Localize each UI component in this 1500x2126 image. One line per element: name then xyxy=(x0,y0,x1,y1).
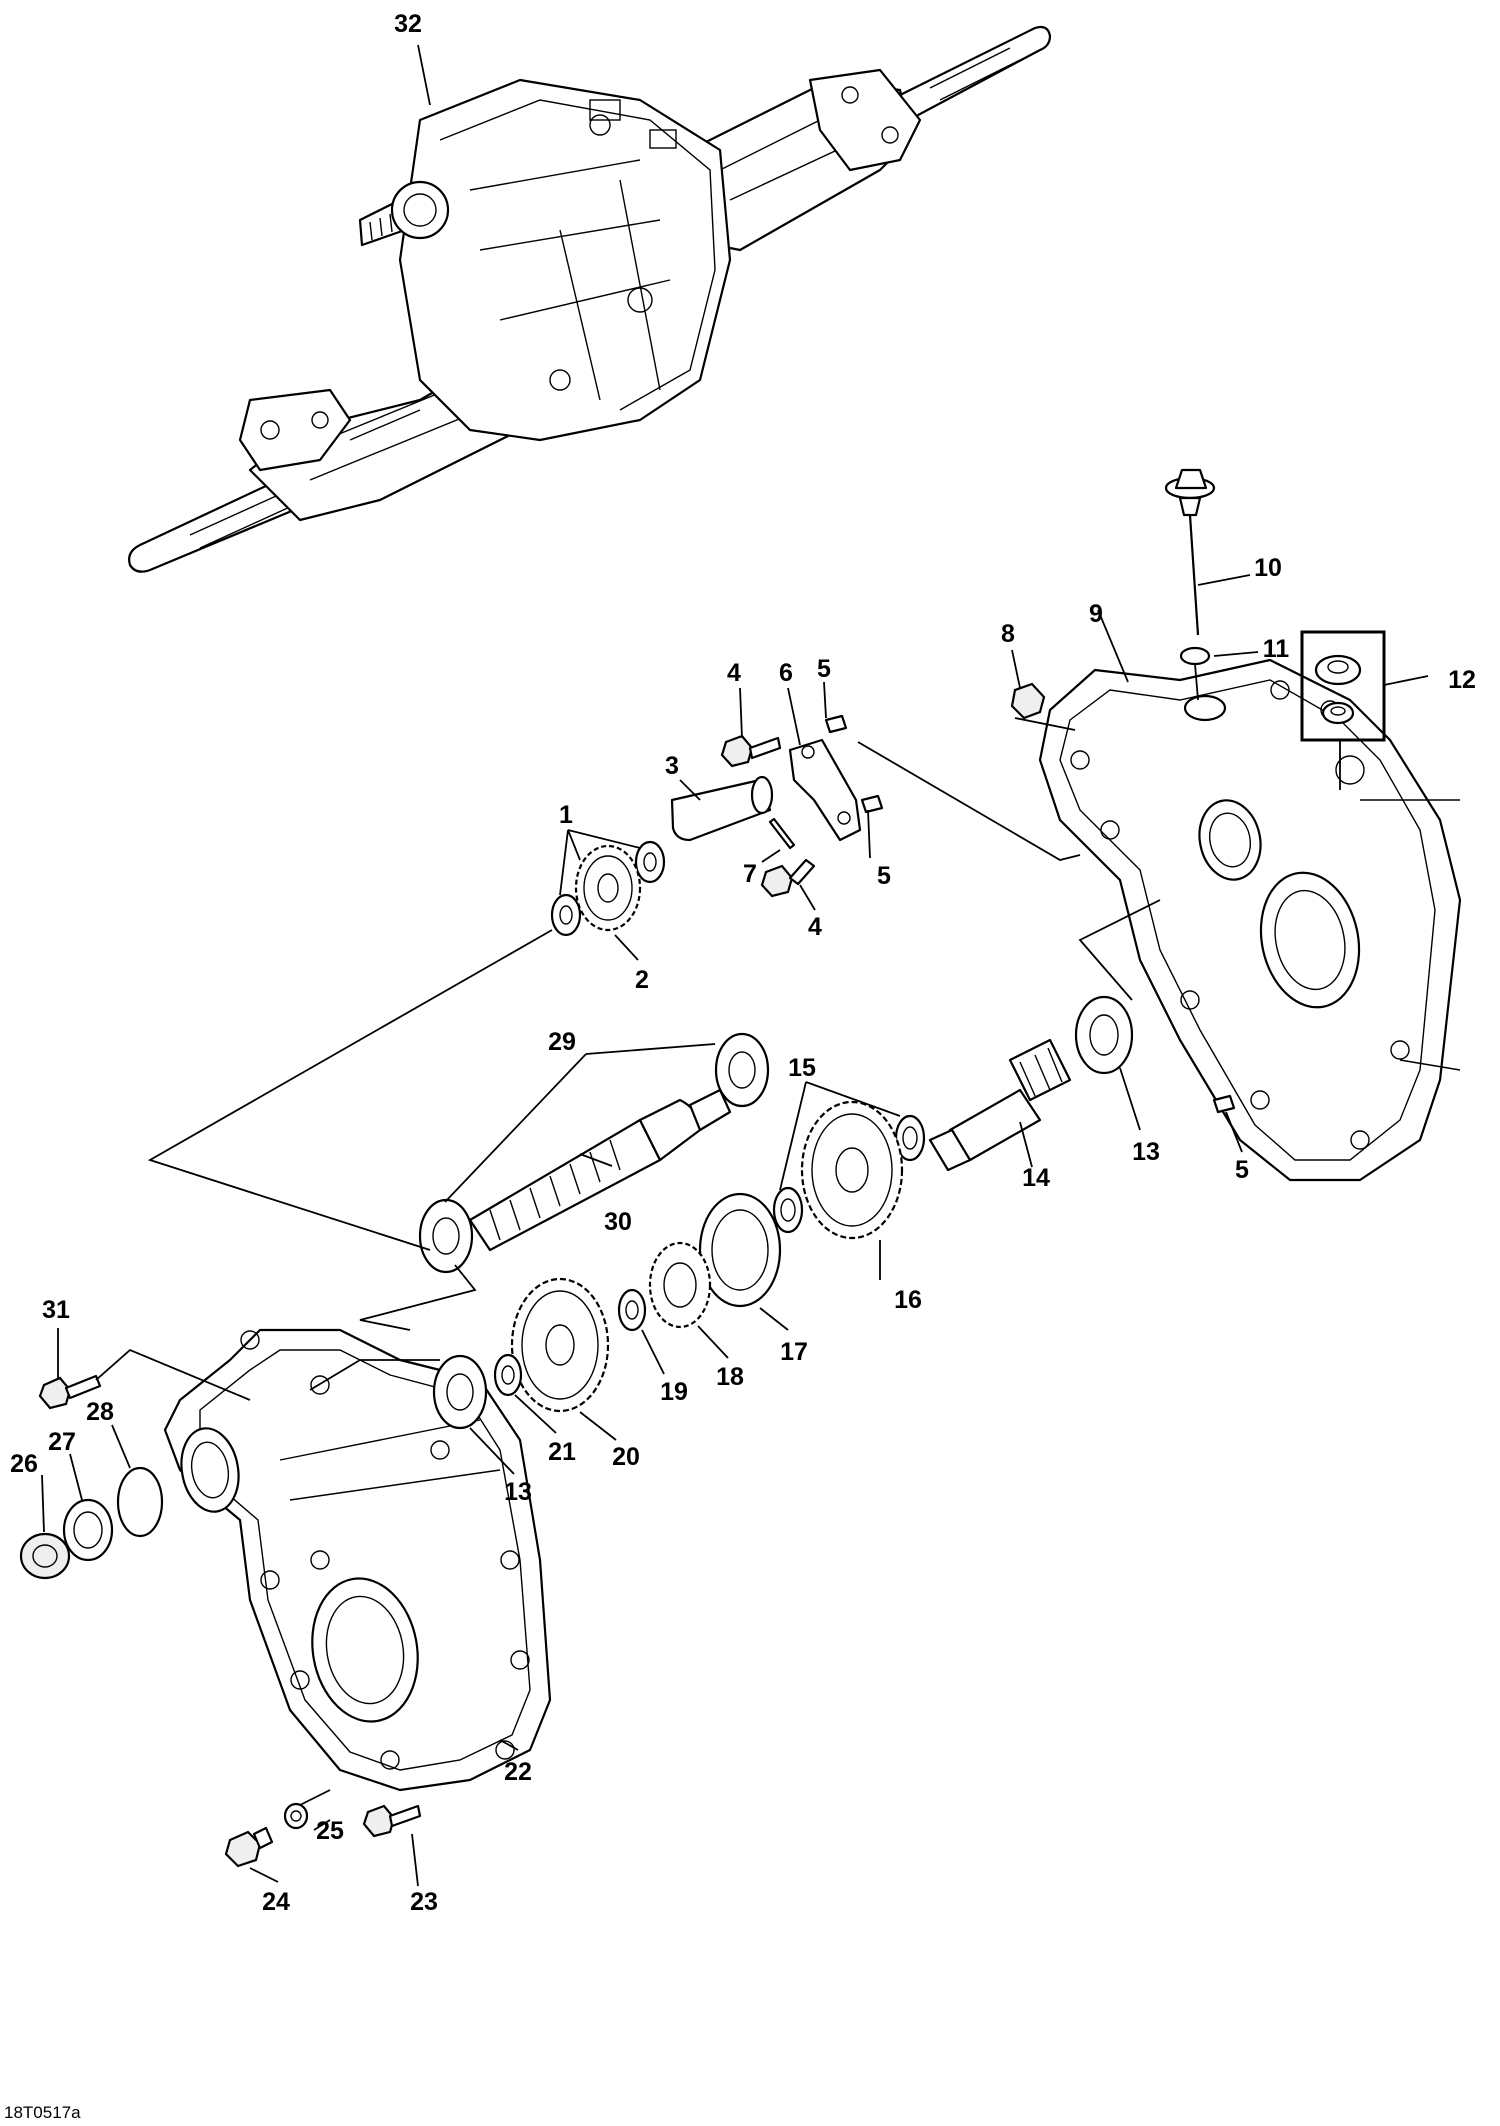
washer-15b xyxy=(772,1186,804,1234)
callout-3: 3 xyxy=(665,752,679,780)
callout-13-right: 13 xyxy=(1132,1138,1160,1166)
bearing-13-left xyxy=(432,1354,488,1430)
callout-18: 18 xyxy=(716,1363,744,1391)
dipstick xyxy=(1164,468,1216,636)
callout-29: 29 xyxy=(548,1028,576,1056)
seal-27 xyxy=(62,1498,114,1562)
callout-5-mid: 5 xyxy=(877,862,891,890)
callout-19: 19 xyxy=(660,1378,688,1406)
drain-plug xyxy=(224,1826,274,1868)
o-ring-28 xyxy=(116,1466,164,1538)
shaft-14 xyxy=(928,1038,1072,1172)
transaxle-assembly xyxy=(128,25,1052,573)
callout-20: 20 xyxy=(612,1443,640,1471)
bearing-29b xyxy=(714,1032,770,1108)
callout-22: 22 xyxy=(504,1758,532,1786)
callout-8: 8 xyxy=(1001,620,1015,648)
bolt-31 xyxy=(38,1374,102,1410)
washer-1a xyxy=(634,840,666,884)
callout-23: 23 xyxy=(410,1888,438,1916)
breather-kit xyxy=(1300,630,1386,742)
callout-32: 32 xyxy=(394,10,422,38)
washer-19 xyxy=(617,1288,647,1332)
gear-2 xyxy=(574,844,642,932)
bolt-upper xyxy=(720,734,782,768)
callout-30: 30 xyxy=(604,1208,632,1236)
figure-code: 18T0517a xyxy=(4,2103,81,2122)
o-ring xyxy=(1179,646,1211,666)
callout-13-left: 13 xyxy=(504,1478,532,1506)
callout-6: 6 xyxy=(779,659,793,687)
plate xyxy=(788,738,862,842)
callout-9: 9 xyxy=(1089,600,1103,628)
callout-10: 10 xyxy=(1254,554,1282,582)
washer-1b xyxy=(550,893,582,937)
pin xyxy=(768,817,796,850)
callout-12: 12 xyxy=(1448,666,1476,694)
callout-1: 1 xyxy=(559,801,573,829)
gear-20 xyxy=(510,1277,610,1413)
callout-28: 28 xyxy=(86,1398,114,1426)
callout-4-lower: 4 xyxy=(808,913,822,941)
callout-27: 27 xyxy=(48,1428,76,1456)
callout-labels: 32 1 2 3 4 4 5 5 5 6 7 8 9 10 11 12 13 1… xyxy=(10,10,1476,1916)
bearing-29a xyxy=(418,1198,474,1274)
callout-2: 2 xyxy=(635,966,649,994)
bolt-23 xyxy=(362,1804,422,1838)
callout-25: 25 xyxy=(316,1817,344,1845)
callout-4-upper: 4 xyxy=(727,659,741,687)
callout-24: 24 xyxy=(262,1888,290,1916)
callout-16: 16 xyxy=(894,1286,922,1314)
callout-26: 26 xyxy=(10,1450,38,1478)
callout-14: 14 xyxy=(1022,1164,1050,1192)
callout-31: 31 xyxy=(42,1296,70,1324)
callout-5-upper: 5 xyxy=(817,655,831,683)
assembly-lines xyxy=(95,663,1341,1806)
bearing-13-right xyxy=(1074,995,1134,1075)
callout-5-lower: 5 xyxy=(1235,1156,1249,1184)
hub xyxy=(648,1241,712,1329)
left-housing xyxy=(163,1328,552,1792)
callout-21: 21 xyxy=(548,1438,576,1466)
washer-25 xyxy=(283,1802,309,1830)
shaft xyxy=(670,775,774,842)
dowel-pins xyxy=(824,714,1236,1114)
sliding-sleeve xyxy=(698,1192,782,1308)
callout-15: 15 xyxy=(788,1054,816,1082)
gear-16 xyxy=(800,1100,904,1240)
callout-17: 17 xyxy=(780,1338,808,1366)
shaft-30 xyxy=(468,1088,732,1252)
seal-26 xyxy=(19,1532,71,1580)
callout-leaders xyxy=(41,44,1429,1887)
right-housing xyxy=(1038,658,1462,1182)
callout-11: 11 xyxy=(1263,635,1290,663)
nut xyxy=(1010,682,1046,720)
callout-7: 7 xyxy=(743,860,757,888)
washer-21 xyxy=(493,1353,523,1397)
bolt-lower xyxy=(760,858,816,898)
